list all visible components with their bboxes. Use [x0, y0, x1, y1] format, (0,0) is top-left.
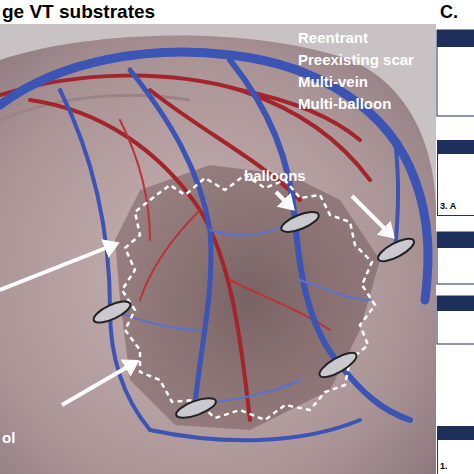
figure-title: ge VT substrates: [2, 2, 155, 23]
substrate-label: Reentrant: [298, 30, 368, 47]
cut-label: ol: [2, 430, 15, 447]
substrate-label: Preexisting scar: [298, 52, 414, 69]
substrate-label: Multi-balloon: [298, 96, 391, 113]
substrate-label: Multi-vein: [298, 74, 368, 91]
panel-header: [437, 426, 474, 440]
balloon-label: balloons: [244, 168, 306, 185]
panel-box: 3. A: [437, 140, 474, 216]
panel-box: 1.: [437, 426, 474, 474]
panel-letter: C.: [440, 3, 458, 23]
panel-text: 1.: [438, 461, 474, 471]
panel-text: 3. A: [438, 201, 474, 211]
panel-header: [437, 140, 474, 154]
